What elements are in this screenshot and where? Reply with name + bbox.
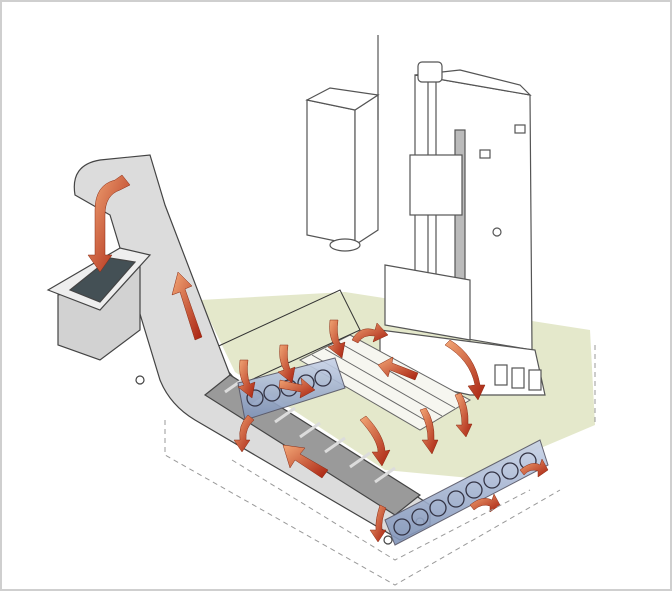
arrow-curve-icon [519,458,549,478]
arrow-down-icon [454,392,473,438]
right-auger [384,439,549,546]
arrow-left-icon [282,444,329,479]
arrow-up-icon [171,271,203,341]
arrow-down-icon [237,359,256,399]
chip-flow-arrows [87,174,549,543]
dashed-outline [164,345,596,586]
arrow-curve-icon [351,322,389,344]
arrow-curve-icon [469,493,501,513]
arrow-down-icon [359,415,391,467]
arrow-down-icon [277,344,296,384]
arrow-down-icon [419,407,439,455]
machine-column [379,61,546,396]
arrow-left-icon [377,356,419,381]
arrow-down-icon [444,339,486,401]
arrow-up-icon [87,174,131,273]
spindle-head [305,35,463,252]
chip-bin [46,247,152,361]
arrow-down-icon [327,319,346,359]
arrow-curve-icon [369,504,387,543]
arrow-curve-icon [233,414,255,453]
arrow-right-icon [278,377,316,399]
